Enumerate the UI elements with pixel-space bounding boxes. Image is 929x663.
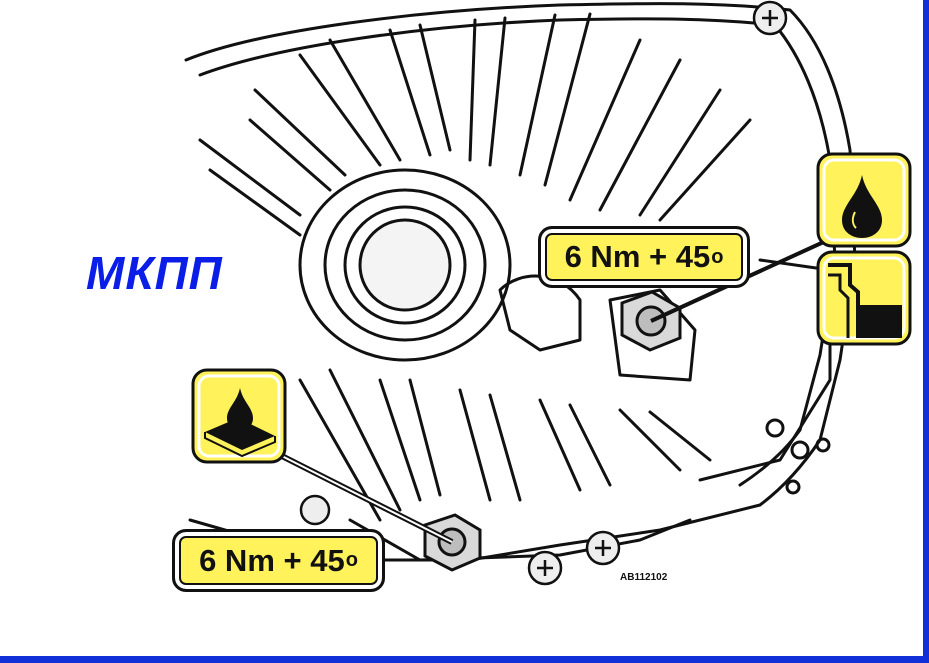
shaft-seal-inner: [343, 205, 467, 325]
mount-hole: [765, 418, 785, 438]
rib: [253, 88, 347, 177]
rib: [408, 378, 442, 497]
shaft-seal-mid: [323, 188, 487, 342]
shaft-seal-outer: [298, 168, 512, 362]
screw-cross: [762, 10, 778, 26]
rib: [638, 88, 722, 217]
torque-value: 6 Nm + 45: [199, 542, 345, 578]
shaft-bore: [358, 218, 452, 312]
rib: [658, 118, 752, 222]
rib: [378, 378, 422, 502]
lower-flange: [348, 518, 692, 562]
rib: [488, 393, 522, 502]
rib: [458, 388, 492, 502]
rib: [328, 368, 402, 512]
frame-border-right: [923, 0, 929, 663]
rib: [328, 38, 402, 162]
rib: [468, 18, 477, 162]
degree-mark: o: [711, 245, 724, 268]
screw-cross: [537, 560, 553, 576]
oil-drop-on-surface-icon: [191, 368, 287, 464]
rib: [298, 53, 382, 167]
rib: [388, 28, 432, 157]
rib: [568, 403, 612, 487]
rib: [418, 23, 452, 152]
rib: [248, 118, 332, 192]
mount-hole: [790, 440, 810, 460]
rib: [518, 13, 557, 177]
torque-value: 6 Nm + 45: [564, 239, 711, 274]
screw-head: [299, 494, 331, 526]
mount-hole: [815, 437, 831, 453]
figure-code: AB112102: [620, 572, 668, 583]
rib: [198, 138, 302, 217]
rib: [618, 408, 682, 472]
rib: [543, 12, 592, 187]
side-panel: [698, 258, 832, 482]
rib: [208, 168, 302, 237]
degree-mark: o: [345, 549, 358, 571]
rib: [488, 16, 507, 167]
rib: [648, 410, 712, 462]
page-title: МКПП: [86, 247, 223, 299]
rib: [538, 398, 582, 492]
rib: [568, 38, 642, 202]
sealant-flange-icon: [816, 250, 912, 346]
screw-cross: [595, 540, 611, 556]
oil-drop-icon: [816, 152, 912, 248]
rib: [598, 58, 682, 212]
frame-border-bottom: [0, 656, 929, 663]
mount-hole: [785, 479, 801, 495]
